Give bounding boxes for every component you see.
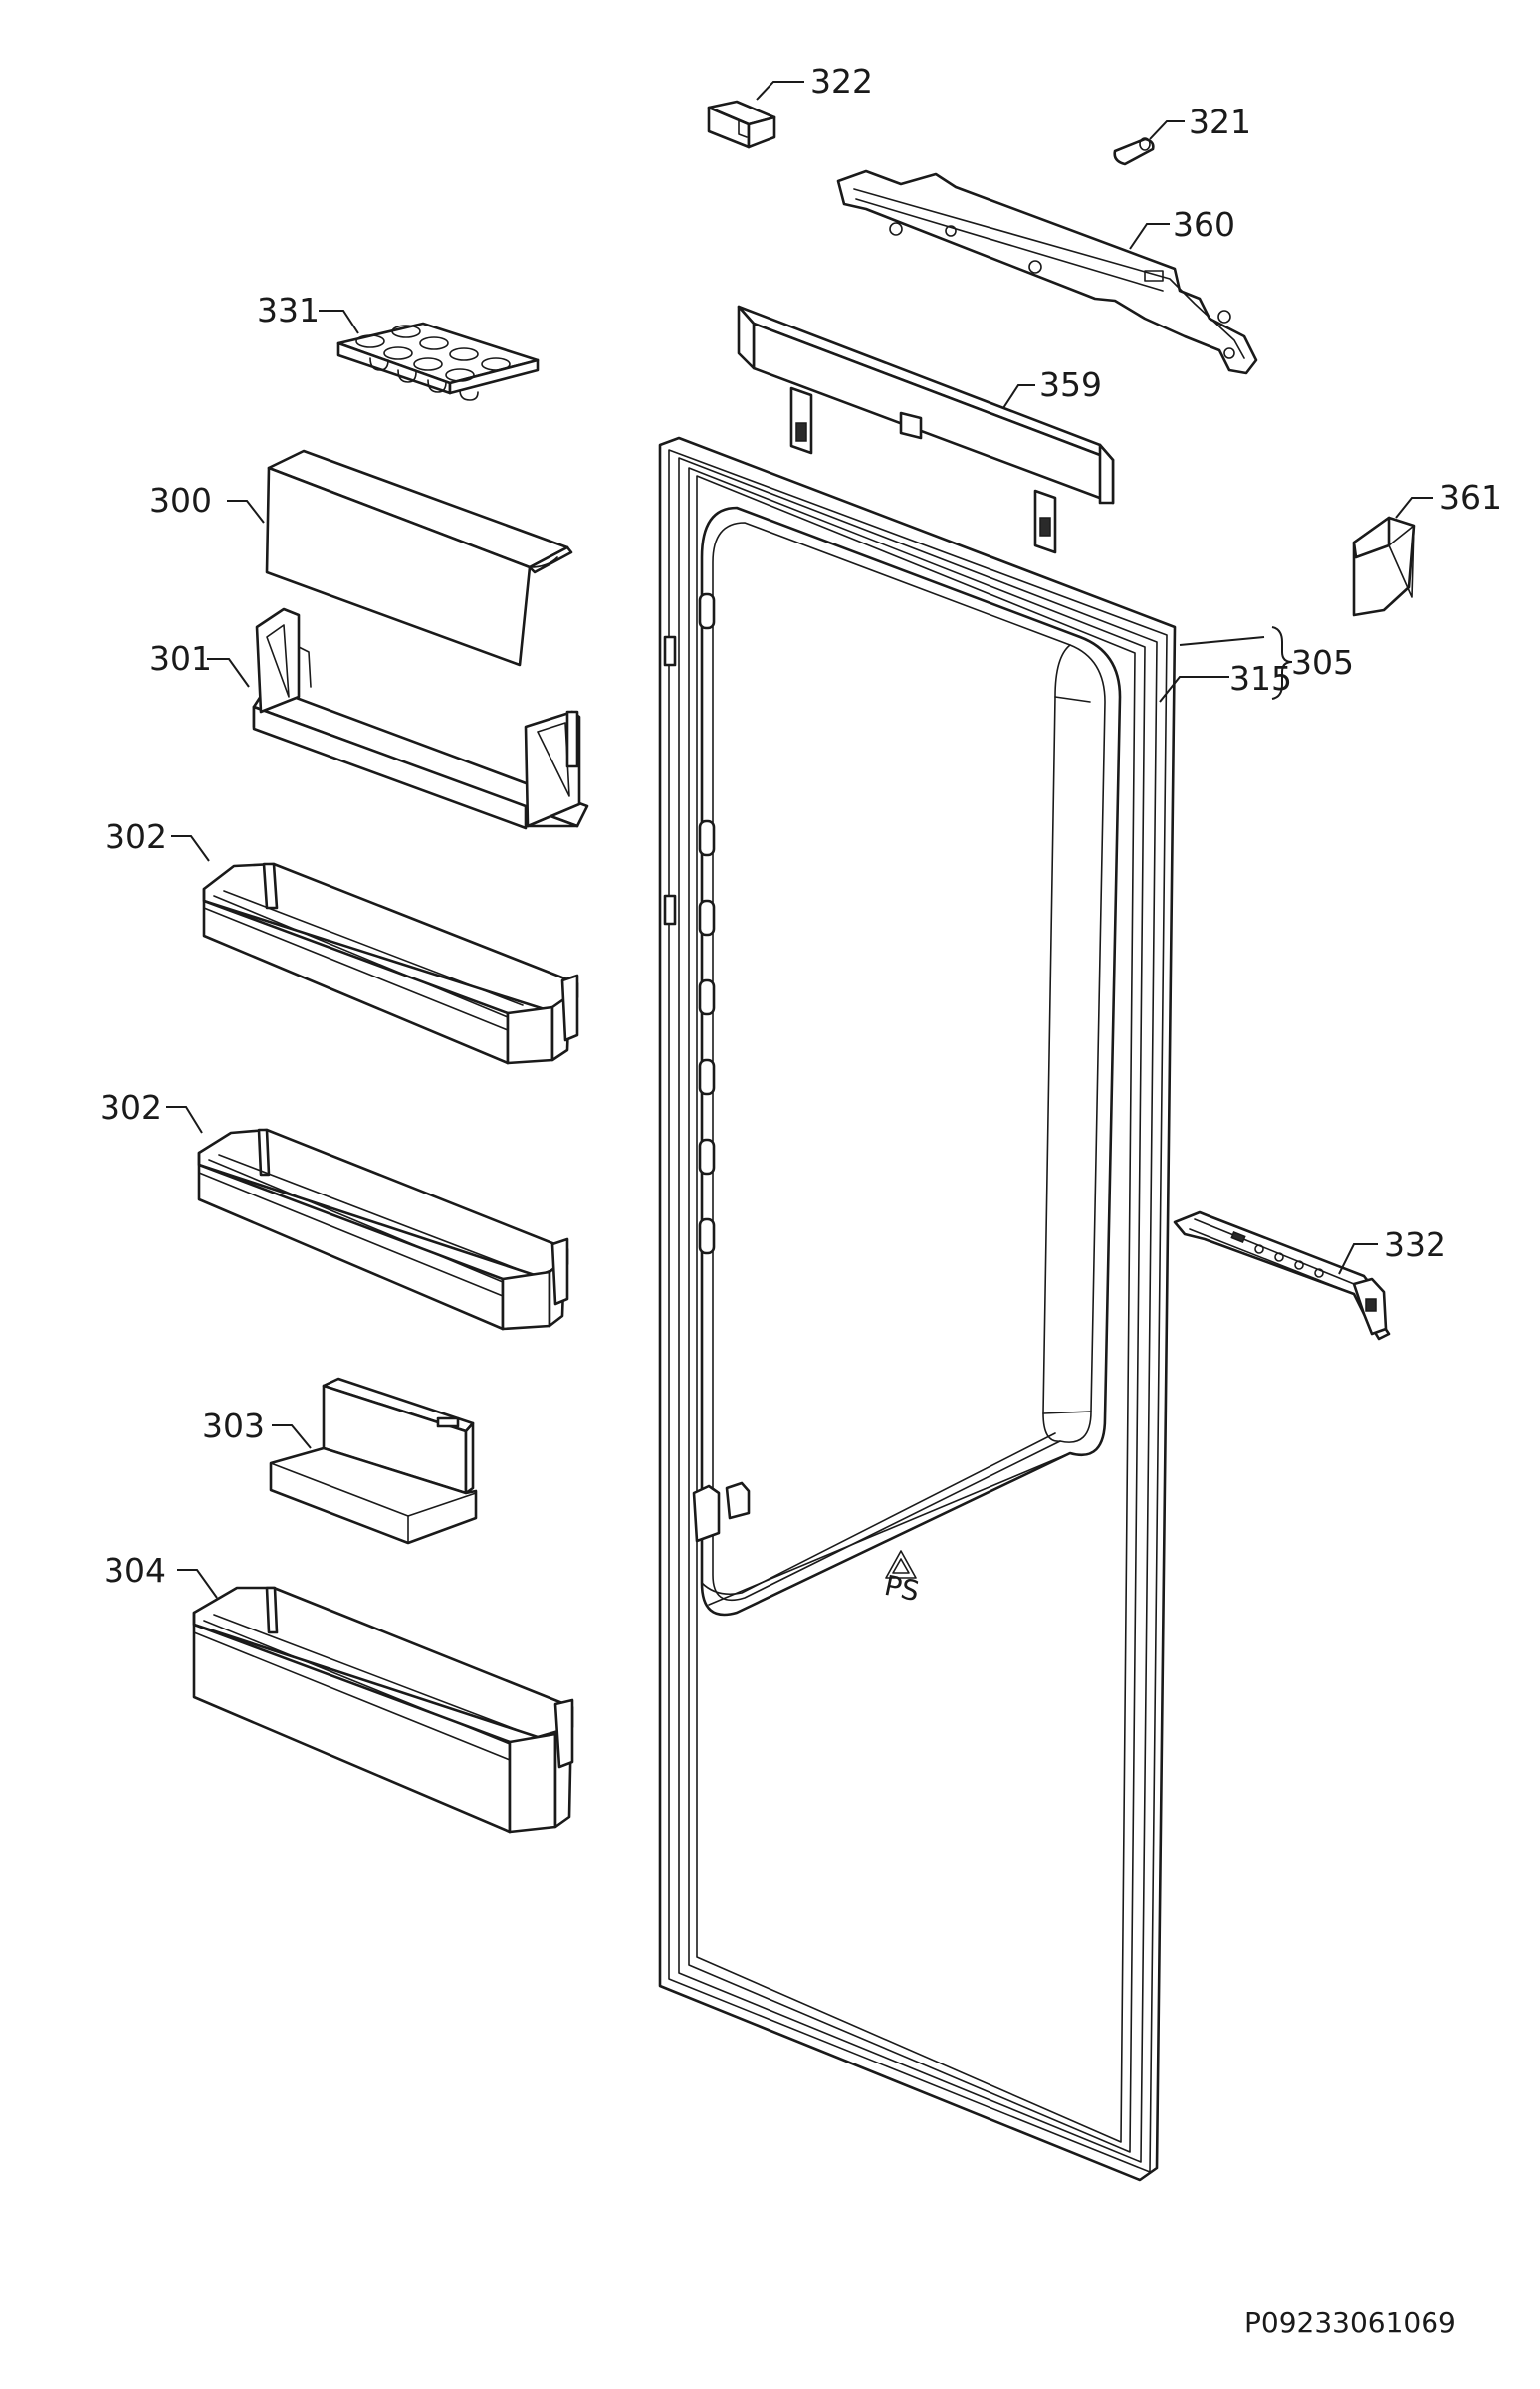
diagram-reference-code: P09233061069 <box>1244 2306 1456 2339</box>
callout-305: 305 <box>1291 643 1354 682</box>
part-331-egg-tray <box>336 322 540 401</box>
callout-303: 303 <box>202 1407 265 1445</box>
callout-322: 322 <box>810 62 873 101</box>
callout-304: 304 <box>104 1551 166 1590</box>
callout-331: 331 <box>257 291 320 329</box>
callout-360: 360 <box>1173 205 1235 244</box>
part-303-small-box <box>269 1377 478 1545</box>
part-302-door-bin-upper <box>202 862 579 1065</box>
callout-359: 359 <box>1039 365 1102 404</box>
recycle-mark-label: PS <box>882 1569 923 1608</box>
part-322-block <box>707 100 776 149</box>
recycle-icon: PS <box>882 1550 923 1608</box>
part-301-dairy-shelf <box>252 607 589 830</box>
part-321-pin <box>1113 137 1155 166</box>
part-332-hinge-arm <box>1173 1210 1391 1341</box>
part-302-door-bin-lower <box>197 1128 569 1331</box>
leader-lines <box>166 81 1433 1599</box>
callout-300: 300 <box>149 481 212 520</box>
part-360-hinge-bracket <box>836 169 1258 375</box>
callout-labels: 322 321 360 331 359 300 361 301 305 315 … <box>100 62 1502 1590</box>
callout-302-lower: 302 <box>100 1088 162 1127</box>
callout-302-upper: 302 <box>105 817 167 856</box>
callout-361: 361 <box>1439 478 1502 517</box>
part-304-door-bin-bottom <box>192 1586 574 1834</box>
part-300-flap-lid <box>265 449 573 667</box>
callout-321: 321 <box>1189 103 1251 141</box>
part-361-side-cap <box>1352 516 1416 617</box>
callout-332: 332 <box>1384 1225 1446 1264</box>
callout-301: 301 <box>149 639 212 678</box>
callout-315: 315 <box>1229 659 1292 698</box>
part-359-top-cover <box>737 305 1115 554</box>
door-assembly: PS <box>658 436 1177 2182</box>
